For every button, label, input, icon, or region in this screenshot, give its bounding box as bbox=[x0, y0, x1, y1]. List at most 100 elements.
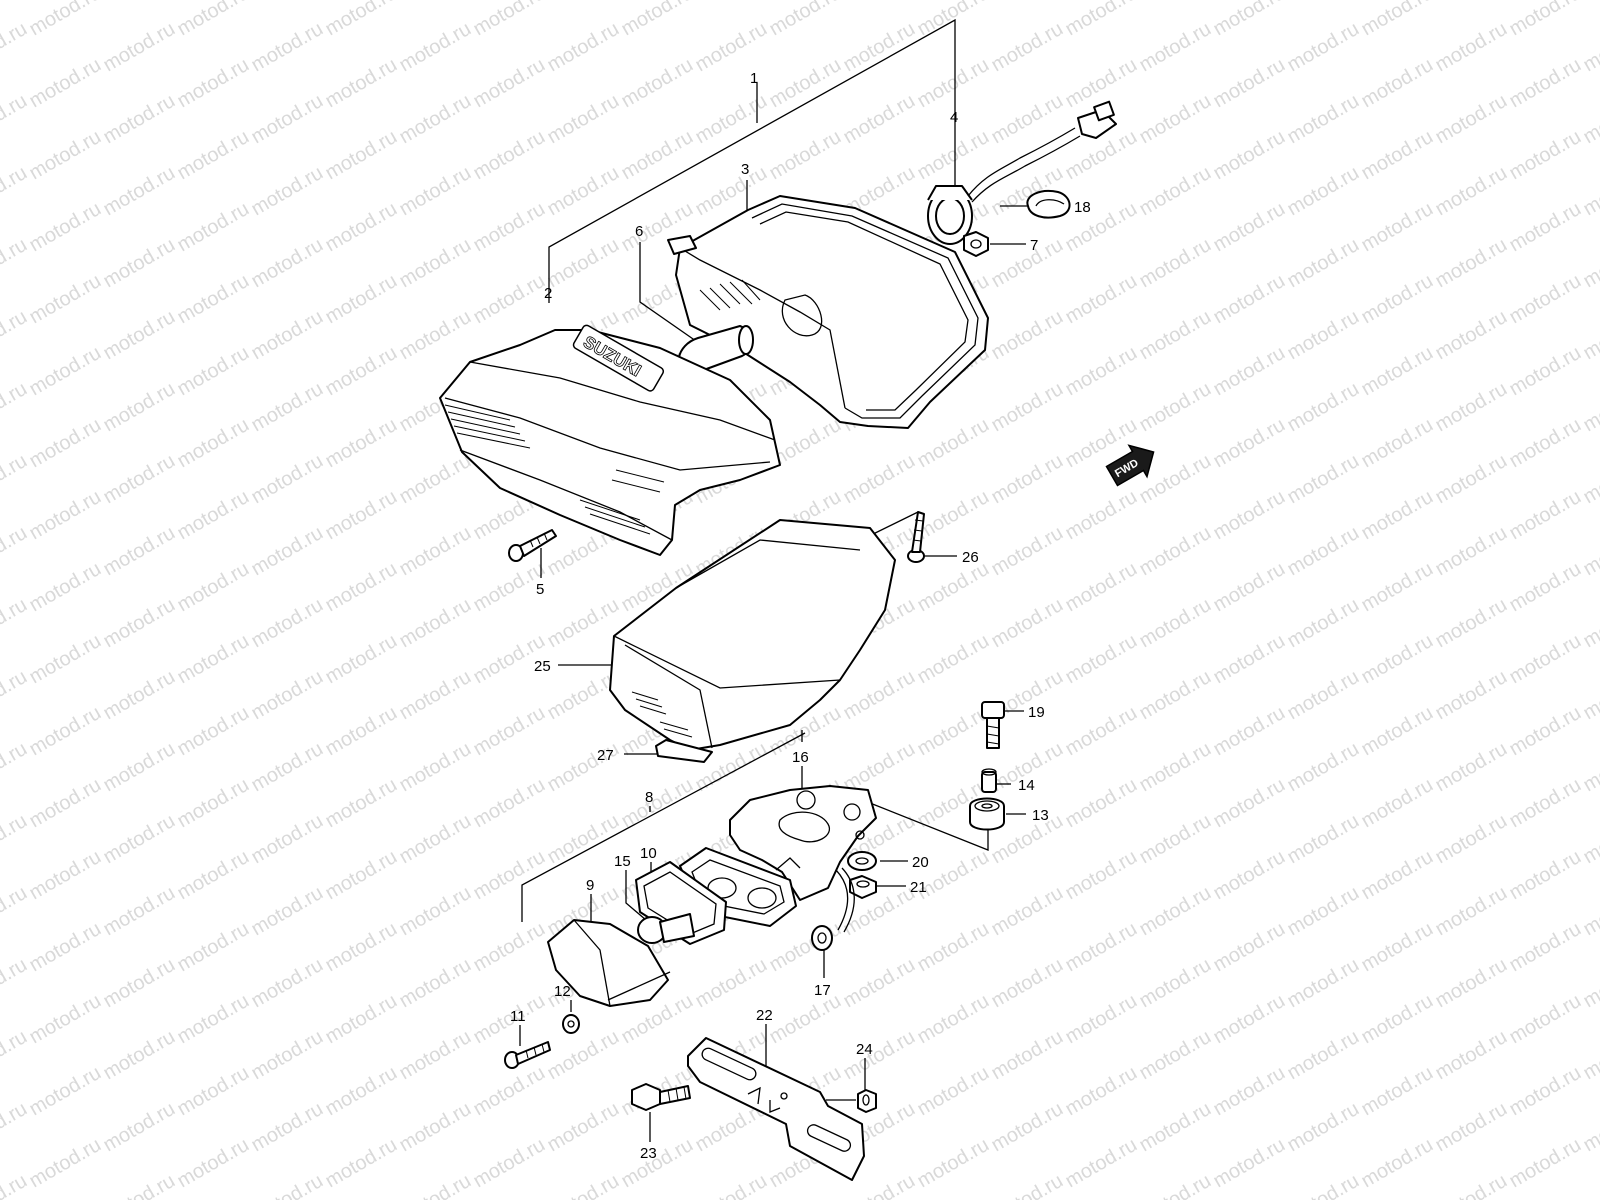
watermark-text: motod.ru bbox=[1580, 1098, 1600, 1157]
washer-12 bbox=[562, 1014, 580, 1034]
callout-8: 8 bbox=[645, 789, 653, 806]
watermark-text: motod.ru bbox=[1062, 774, 1141, 833]
lamp-cover bbox=[609, 519, 896, 751]
watermark-text: motod.ru bbox=[1284, 90, 1363, 149]
watermark-text: motod.ru bbox=[100, 666, 179, 725]
watermark-text: motod.ru bbox=[26, 846, 105, 905]
watermark-text: motod.ru bbox=[1358, 846, 1437, 905]
watermark-text: motod.ru bbox=[26, 198, 105, 257]
watermark-text: motod.ru bbox=[618, 54, 697, 113]
tail-lens: SUZUKI bbox=[439, 324, 781, 556]
watermark-text: motod.ru bbox=[248, 882, 327, 941]
watermark-text: motod.ru bbox=[0, 810, 31, 869]
callout-11: 11 bbox=[510, 1008, 526, 1025]
watermark-text: motod.ru bbox=[1358, 126, 1437, 185]
watermark-text: motod.ru bbox=[1580, 0, 1600, 4]
watermark-text: motod.ru bbox=[988, 306, 1067, 365]
license-lens bbox=[547, 919, 671, 1007]
watermark-text: motod.ru bbox=[1358, 270, 1437, 329]
watermark-text: motod.ru bbox=[692, 0, 771, 4]
callout-12: 12 bbox=[554, 983, 571, 1000]
callout-20: 20 bbox=[912, 854, 929, 871]
watermark-text: motod.ru bbox=[174, 1134, 253, 1193]
watermark-text: motod.ru bbox=[100, 594, 179, 653]
watermark-text: motod.ru bbox=[914, 558, 993, 617]
watermark-text: motod.ru bbox=[1136, 234, 1215, 293]
watermark-text: motod.ru bbox=[26, 0, 105, 40]
watermark-text: motod.ru bbox=[1210, 774, 1289, 833]
watermark-text: motod.ru bbox=[396, 234, 475, 293]
watermark-text: motod.ru bbox=[988, 882, 1067, 941]
callout-5: 5 bbox=[536, 581, 544, 598]
watermark-text: motod.ru bbox=[470, 846, 549, 905]
watermark-text: motod.ru bbox=[396, 1170, 475, 1200]
watermark-text: motod.ru bbox=[248, 738, 327, 797]
watermark-text: motod.ru bbox=[248, 450, 327, 509]
watermark-text: motod.ru bbox=[26, 702, 105, 761]
watermark-text: motod.ru bbox=[1136, 1026, 1215, 1085]
watermark-text: motod.ru bbox=[248, 1026, 327, 1085]
license-bulb bbox=[637, 913, 695, 944]
watermark-text: motod.ru bbox=[988, 378, 1067, 437]
watermark-text: motod.ru bbox=[1136, 666, 1215, 725]
watermark-text: motod.ru bbox=[1136, 882, 1215, 941]
watermark-text: motod.ru bbox=[1062, 1134, 1141, 1193]
callout-15: 15 bbox=[614, 853, 631, 870]
watermark-text: motod.ru bbox=[396, 882, 475, 941]
watermark-text: motod.ru bbox=[692, 90, 771, 149]
watermark-text: motod.ru bbox=[1210, 990, 1289, 1049]
watermark-text: motod.ru bbox=[1284, 306, 1363, 365]
watermark-text: motod.ru bbox=[1506, 342, 1585, 401]
watermark-text: motod.ru bbox=[1580, 810, 1600, 869]
watermark-text: motod.ru bbox=[1580, 882, 1600, 941]
watermark-text: motod.ru bbox=[1580, 522, 1600, 581]
watermark-text: motod.ru bbox=[1506, 918, 1585, 977]
watermark-text: motod.ru bbox=[1062, 846, 1141, 905]
nut-7 bbox=[963, 231, 989, 257]
watermark-text: motod.ru bbox=[1062, 558, 1141, 617]
cable-grommet bbox=[811, 867, 855, 951]
watermark-text: motod.ru bbox=[544, 1098, 623, 1157]
watermark-text: motod.ru bbox=[1062, 630, 1141, 689]
watermark-text: motod.ru bbox=[174, 486, 253, 545]
watermark-text: motod.ru bbox=[1432, 162, 1511, 221]
watermark-text: motod.ru bbox=[1580, 378, 1600, 437]
watermark-text: motod.ru bbox=[100, 954, 179, 1013]
callout-22: 22 bbox=[756, 1007, 773, 1024]
callout-16: 16 bbox=[792, 749, 809, 766]
watermark-text: motod.ru bbox=[396, 1098, 475, 1157]
watermark-text: motod.ru bbox=[470, 774, 549, 833]
watermark-text: motod.ru bbox=[1432, 1026, 1511, 1085]
watermark-text: motod.ru bbox=[914, 918, 993, 977]
watermark-text: motod.ru bbox=[174, 918, 253, 977]
watermark-text: motod.ru bbox=[1136, 378, 1215, 437]
watermark-text: motod.ru bbox=[100, 738, 179, 797]
watermark-text: motod.ru bbox=[1580, 666, 1600, 725]
watermark-text: motod.ru bbox=[322, 0, 401, 40]
watermark-text: motod.ru bbox=[396, 306, 475, 365]
callout-19: 19 bbox=[1028, 704, 1045, 721]
watermark-text: motod.ru bbox=[914, 1134, 993, 1193]
watermark-text: motod.ru bbox=[1210, 558, 1289, 617]
watermark-text: motod.ru bbox=[1136, 522, 1215, 581]
watermark-text: motod.ru bbox=[1062, 0, 1141, 40]
watermark-text: motod.ru bbox=[1210, 126, 1289, 185]
watermark-text: motod.ru bbox=[470, 1062, 549, 1121]
watermark-text: motod.ru bbox=[248, 306, 327, 365]
watermark-text: motod.ru bbox=[0, 954, 31, 1013]
watermark-text: motod.ru bbox=[1210, 1134, 1289, 1193]
watermark-text: motod.ru bbox=[1506, 1134, 1585, 1193]
watermark-text: motod.ru bbox=[1580, 1170, 1600, 1200]
watermark-text: motod.ru bbox=[174, 198, 253, 257]
watermark-text: motod.ru bbox=[1136, 90, 1215, 149]
watermark-text: motod.ru bbox=[1506, 414, 1585, 473]
watermark-text: motod.ru bbox=[544, 1026, 623, 1085]
watermark-text: motod.ru bbox=[1210, 342, 1289, 401]
watermark-text: motod.ru bbox=[1210, 54, 1289, 113]
watermark-text: motod.ru bbox=[322, 846, 401, 905]
watermark-text: motod.ru bbox=[26, 918, 105, 977]
watermark-text: motod.ru bbox=[100, 234, 179, 293]
watermark-text: motod.ru bbox=[544, 594, 623, 653]
license-bracket bbox=[729, 785, 877, 901]
callout-7: 7 bbox=[1030, 237, 1038, 254]
